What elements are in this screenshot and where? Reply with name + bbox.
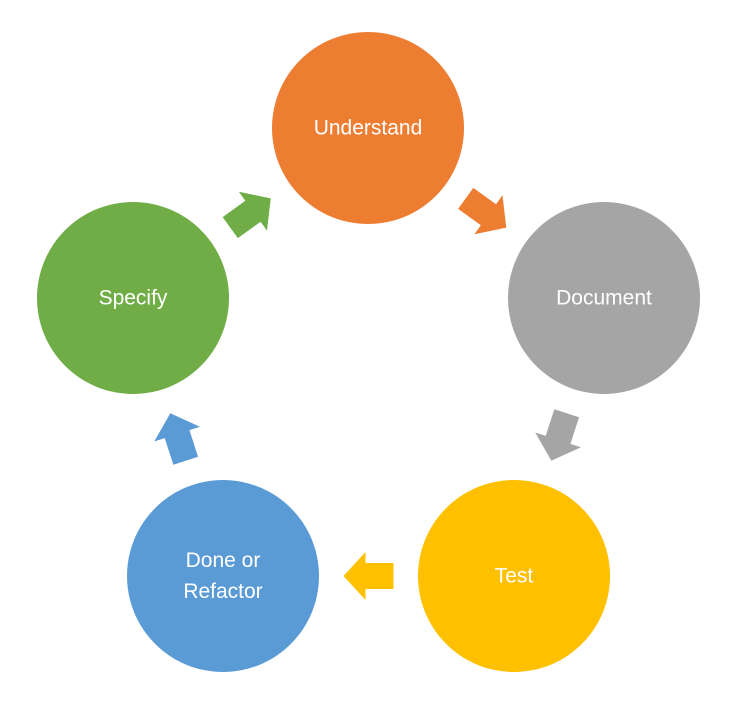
- arrow-understand-to-document: [458, 187, 507, 235]
- step-done-or-refactor-circle: [127, 480, 319, 672]
- step-specify-circle: [37, 202, 229, 394]
- step-document-label: Document: [556, 287, 652, 310]
- step-understand-circle: [272, 32, 464, 224]
- step-done-or-refactor-label: Done or: [186, 549, 261, 572]
- step-test: Test: [418, 480, 610, 672]
- step-done-or-refactor-label: Refactor: [183, 580, 262, 603]
- step-specify: Specify: [37, 202, 229, 394]
- arrow-document-to-test: [535, 409, 581, 461]
- step-document: Document: [508, 202, 700, 394]
- arrow-test-to-done-or-refactor: [343, 552, 394, 600]
- arrow-specify-to-understand: [222, 191, 271, 239]
- step-test-label: Test: [495, 565, 534, 588]
- step-document-circle: [508, 202, 700, 394]
- step-understand: Understand: [272, 32, 464, 224]
- step-understand-label: Understand: [314, 117, 423, 140]
- arrow-done-or-refactor-to-specify: [154, 413, 200, 465]
- step-done-or-refactor: Done or Refactor: [127, 480, 319, 672]
- arrows-layer: [154, 187, 581, 600]
- step-specify-label: Specify: [99, 287, 168, 310]
- step-test-circle: [418, 480, 610, 672]
